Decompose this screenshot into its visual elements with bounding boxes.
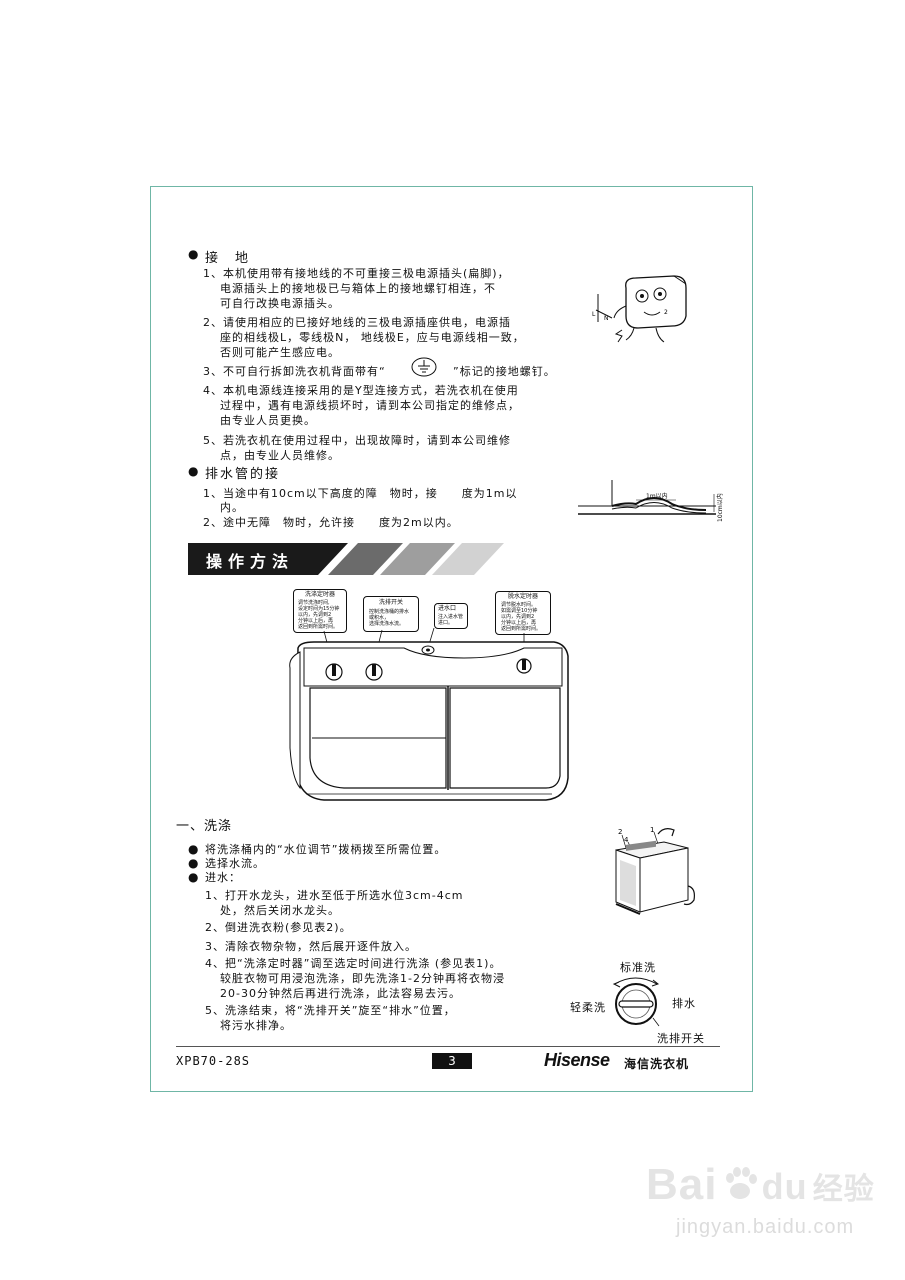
callout-line: 分钟以上后，再 <box>298 618 334 624</box>
grounding-item-3-part-1: 3、不可自行拆卸洗衣机背面带有“ <box>203 365 386 378</box>
drain-label-10cm: 10cm以内 <box>716 493 724 522</box>
watermark-logo-bai: Bai <box>646 1160 718 1209</box>
callout-line: 返回到所需时间。 <box>501 626 542 632</box>
drain-label-1m: 1m以内 <box>646 492 668 500</box>
callout-title: 洗排开关 <box>378 599 403 606</box>
callout-line: 返回到所需时间。 <box>298 624 339 630</box>
wash-drain-dial <box>612 977 660 1027</box>
callout-line: 如需调至10分钟 <box>501 608 538 614</box>
washing-step-5-line-2: 将污水排净。 <box>220 1019 292 1032</box>
bullet-dot: ● <box>188 870 199 884</box>
callout-wash-timer: 洗涤定时器 调节洗涤时间, 设定时间为15分钟 以内，先调到2 分钟以上后，再 … <box>293 589 347 633</box>
callout-line: 进口。 <box>438 620 454 626</box>
brand-logo: Hisense <box>544 1050 610 1070</box>
machine-label-4: 4 <box>624 836 629 844</box>
callout-title: 洗涤定时器 <box>304 591 335 598</box>
grounding-item-4-line-2: 过程中，遇有电源线损坏时，请到本公司指定的维修点， <box>220 399 520 412</box>
washing-bullet-3: 进水： <box>205 871 241 884</box>
callout-line: 以内，先调到2 <box>501 614 535 620</box>
brand-chinese: 海信洗衣机 <box>624 1057 690 1071</box>
figure-label-l: L <box>592 311 596 318</box>
callout-title: 进水口 <box>438 605 457 612</box>
bullet-dot: ● <box>188 464 199 478</box>
washing-bullet-1: 将洗涤桶内的“水位调节”拨柄拨至所需位置。 <box>205 843 447 856</box>
watermark-url: jingyan.baidu.com <box>676 1216 855 1238</box>
drain-hose-diagram: 1m以内 10cm以内 <box>578 480 724 522</box>
washing-step-4-line-1: 4、把“洗涤定时器”调至选定时间进行洗涤 (参见表1)。 <box>205 957 502 970</box>
grounding-item-2-line-1: 2、请使用相应的已接好地线的三极电源插座供电，电源插 <box>203 316 511 329</box>
washing-heading: 一、洗涤 <box>176 819 233 834</box>
grounding-item-1-line-3: 可自行改换电源插头。 <box>220 297 340 310</box>
washing-step-3: 3、清除衣物杂物，然后展开逐件放入。 <box>205 940 417 953</box>
dial-label-drain: 排水 <box>672 997 696 1010</box>
watermark-logo-cn: 经验 <box>812 1173 875 1206</box>
grounding-item-5-line-1: 5、若洗衣机在使用过程中，出现故障时，请到本公司维修 <box>203 434 511 447</box>
page-number: 3 <box>432 1053 472 1069</box>
grounding-item-4-line-1: 4、本机电源线连接采用的是Y型连接方式，若洗衣机在使用 <box>203 384 519 397</box>
washing-bullet-2: 选择水流。 <box>205 857 265 870</box>
callout-line: 调节洗涤时间, <box>298 600 330 606</box>
callout-line: 调节脱水时间。 <box>501 602 537 608</box>
washing-step-4-line-2: 较脏衣物可用浸泡洗涤，即先洗涤1-2分钟再将衣物浸 <box>220 972 505 985</box>
figure-label-2: 2 <box>664 309 668 316</box>
washing-step-1-line-2: 处，然后关闭水龙头。 <box>220 904 340 917</box>
washing-step-5-line-1: 5、洗涤结束，将“洗排开关”旋至“排水”位置， <box>205 1004 456 1017</box>
washing-step-1-line-1: 1、打开水龙头，进水至低于所选水位3cm-4cm <box>205 889 464 902</box>
watermark-logo-du: du <box>761 1166 808 1207</box>
grounding-item-2-line-2: 座的相线极L，零线极N， 地线极E，应与电源线相一致， <box>220 331 525 344</box>
machine-label-1: 1 <box>650 826 654 834</box>
washing-machine-illustration: 2 4 1 <box>615 826 695 915</box>
machine-label-2: 2 <box>618 828 622 836</box>
grounding-item-5-line-2: 点，由专业人员维修。 <box>220 449 340 462</box>
footer-divider <box>176 1046 720 1047</box>
banner-title: 操作方法 <box>206 552 295 571</box>
page-frame <box>150 186 753 1092</box>
dial-label-gentle: 轻柔洗 <box>570 1001 606 1014</box>
bullet-dot: ● <box>188 247 199 261</box>
callout-line: 分钟以上后，再 <box>501 620 537 626</box>
drain-heading: 排水管的接 <box>205 467 281 482</box>
callout-line: 以内，先调到2 <box>298 612 332 618</box>
callout-line: 或积水， <box>369 615 390 621</box>
grounding-item-1-line-2: 电源插头上的接地极已与箱体上的接地螺钉相连，不 <box>220 282 496 295</box>
operation-banner <box>188 543 504 575</box>
grounding-item-1-line-1: 1、本机使用带有接地线的不可重接三极电源插头(扁脚)， <box>203 267 510 280</box>
callout-title: 脱水定时器 <box>507 593 538 600</box>
drain-item-2: 2、途中无障 物时，允许接 度为2m以内。 <box>203 516 459 529</box>
grounding-item-4-line-3: 由专业人员更换。 <box>220 414 316 427</box>
bullet-dot: ● <box>188 856 199 870</box>
bullet-dot: ● <box>188 842 199 856</box>
washing-step-4-line-3: 20-30分钟然后再进行洗涤，此法容易去污。 <box>220 987 461 1000</box>
callout-wash-drain-switch: 洗排开关 控制洗涤桶的排水 或积水， 选择洗涤水流。 <box>363 596 419 632</box>
washing-step-2: 2、倒进洗衣粉(参见表2)。 <box>205 921 352 934</box>
callout-line: 注入进水管 <box>438 614 464 620</box>
callout-line: 设定时间为15分钟 <box>298 606 340 612</box>
footer-model: XPB70-28S <box>176 1054 251 1068</box>
figure-label-n: N <box>604 315 609 322</box>
dial-label-switch: 洗排开关 <box>657 1032 705 1045</box>
drain-item-1-line-2: 内。 <box>220 501 244 514</box>
dial-label-standard: 标准洗 <box>620 961 656 974</box>
callout-line: 控制洗涤桶的排水 <box>369 609 410 615</box>
ground-symbol-icon <box>411 357 437 377</box>
grounding-item-2-line-3: 否则可能产生感应电。 <box>220 346 340 359</box>
washing-machine-top-view <box>289 628 569 801</box>
callout-spin-timer: 脱水定时器 调节脱水时间。 如需调至10分钟 以内，先调到2 分钟以上后，再 返… <box>495 591 551 635</box>
drain-item-1-line-1: 1、当途中有10cm以下高度的障 物时，接 度为1m以 <box>203 487 518 500</box>
paw-icon <box>725 1167 757 1199</box>
grounding-heading: 接 地 <box>205 251 251 266</box>
callout-line: 选择洗涤水流。 <box>369 621 405 627</box>
grounding-item-3-part-2: ”标记的接地螺钉。 <box>453 365 556 378</box>
callout-water-inlet: 进水口 注入进水管 进口。 <box>434 603 468 629</box>
baidu-watermark: Bai du 经验 <box>646 1160 875 1210</box>
grounding-cartoon-illustration: L N 2 <box>592 275 687 343</box>
